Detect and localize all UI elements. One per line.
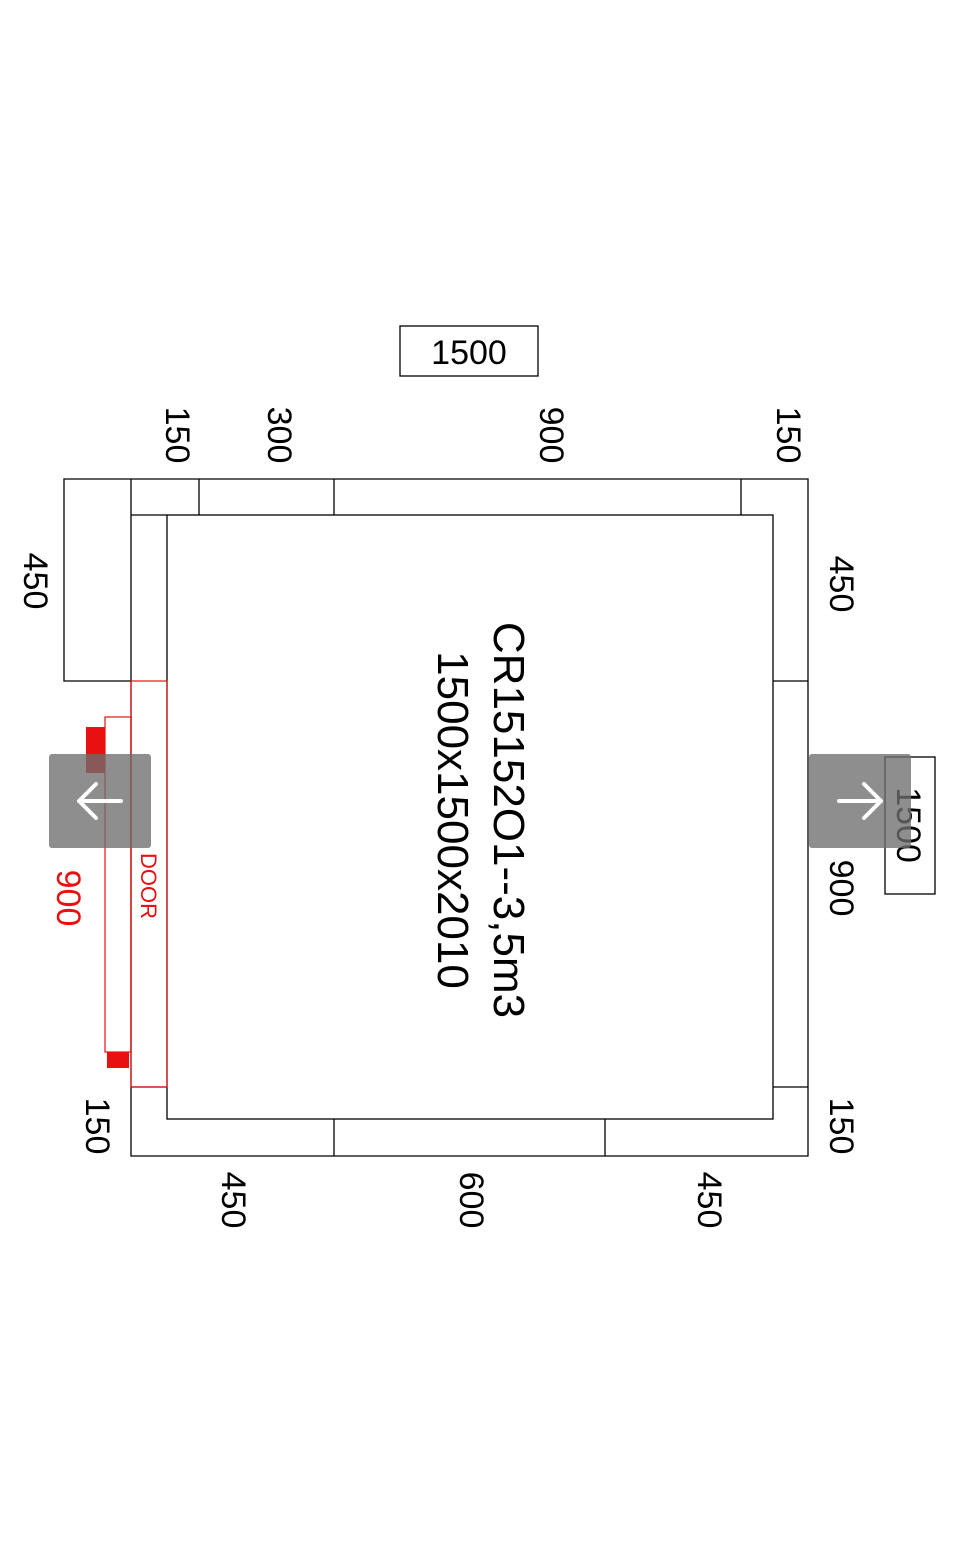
bottom-dimension-150: 150: [78, 1098, 116, 1155]
right-dimension-150: 150: [822, 1098, 860, 1155]
previous-image-button[interactable]: [49, 754, 151, 848]
top-total-box: [399, 325, 539, 377]
right-dimension-900: 900: [822, 860, 860, 917]
right-dimension-450: 450: [822, 556, 860, 613]
bottom-dimension-450-right: 450: [690, 1172, 728, 1229]
arrow-right-icon: [837, 782, 883, 820]
door-hinge-bottom: [107, 1052, 129, 1068]
door-width-dimension: 900: [49, 870, 87, 927]
arrow-left-icon: [77, 782, 123, 820]
top-total-dimension: 1500: [431, 334, 507, 372]
top-dimension-150-right: 150: [769, 407, 807, 464]
left-dimension-450: 450: [16, 553, 54, 610]
room-walls: [63, 478, 809, 1157]
top-dimension-150-left: 150: [158, 407, 196, 464]
top-dimension-900: 900: [532, 407, 570, 464]
model-name: CR15152O1--3,5m3: [484, 622, 533, 1018]
bottom-dimension-600: 600: [452, 1172, 490, 1229]
top-dimension-300: 300: [260, 407, 298, 464]
next-image-button[interactable]: [809, 754, 911, 848]
door-label: DOOR: [136, 853, 161, 919]
bottom-dimension-450-left: 450: [214, 1172, 252, 1229]
model-dimensions: 1500x1500x2010: [428, 651, 477, 989]
